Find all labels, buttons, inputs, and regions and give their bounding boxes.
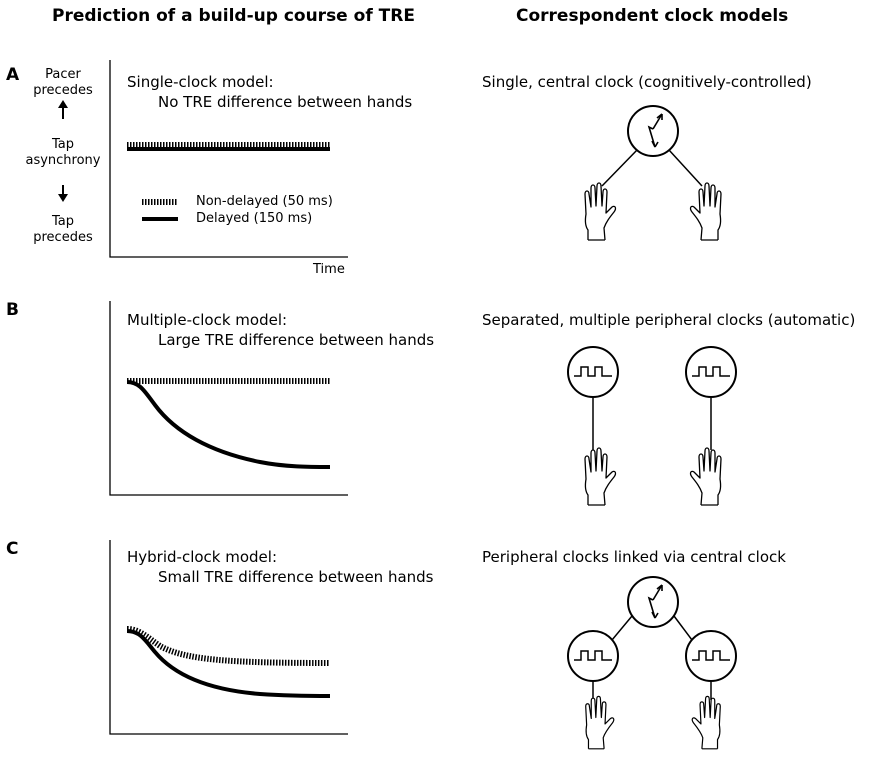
left-hand-icon [586, 696, 614, 748]
central-clock-icon [627, 105, 679, 157]
legend-delayed-label: Delayed (150 ms) [196, 211, 313, 226]
model-c-subtitle: Small TRE difference between hands [158, 568, 434, 586]
x-axis-label-time: Time [313, 262, 345, 277]
model-a-subtitle: No TRE difference between hands [158, 93, 413, 111]
delayed-curve-c [126, 629, 331, 698]
right-hand-icon [689, 447, 722, 506]
right-column-title: Correspondent clock models [516, 6, 789, 26]
arrow-down-icon [58, 185, 68, 202]
clock-model-b [567, 346, 737, 506]
model-b-subtitle: Large TRE difference between hands [158, 331, 435, 349]
right-hand-icon [691, 695, 721, 750]
clock-model-a [585, 105, 722, 241]
left-hand-icon [585, 183, 615, 240]
left-column-title: Prediction of a build-up course of TRE [52, 6, 415, 26]
peripheral-clock-right-icon [685, 346, 737, 398]
model-a-title: Single-clock model: [127, 73, 274, 91]
peripheral-clock-left-icon [567, 630, 619, 682]
clock-c-title: Peripheral clocks linked via central clo… [482, 548, 786, 566]
model-b-title: Multiple-clock model: [127, 311, 288, 329]
left-hand-icon [585, 448, 615, 505]
central-clock-icon [627, 576, 679, 628]
clock-b-title: Separated, multiple peripheral clocks (a… [482, 311, 856, 329]
panel-letter-b: B [6, 300, 19, 320]
clock-model-c [567, 576, 737, 750]
peripheral-clock-right-icon [685, 630, 737, 682]
model-c-title: Hybrid-clock model: [127, 548, 277, 566]
legend-non-delayed-label: Non-delayed (50 ms) [196, 194, 333, 209]
clock-a-title: Single, central clock (cognitively-contr… [482, 73, 812, 91]
arrow-up-icon [58, 100, 68, 119]
axes-a [109, 60, 348, 258]
right-hand-icon [689, 182, 722, 241]
peripheral-clock-left-icon [567, 346, 619, 398]
axes-c [109, 540, 348, 735]
panel-letter-c: C [6, 539, 19, 559]
axes-b [109, 301, 348, 496]
delayed-curve-b [126, 380, 331, 469]
non-delayed-curve-c [126, 626, 331, 666]
panel-letter-a: A [6, 65, 20, 85]
